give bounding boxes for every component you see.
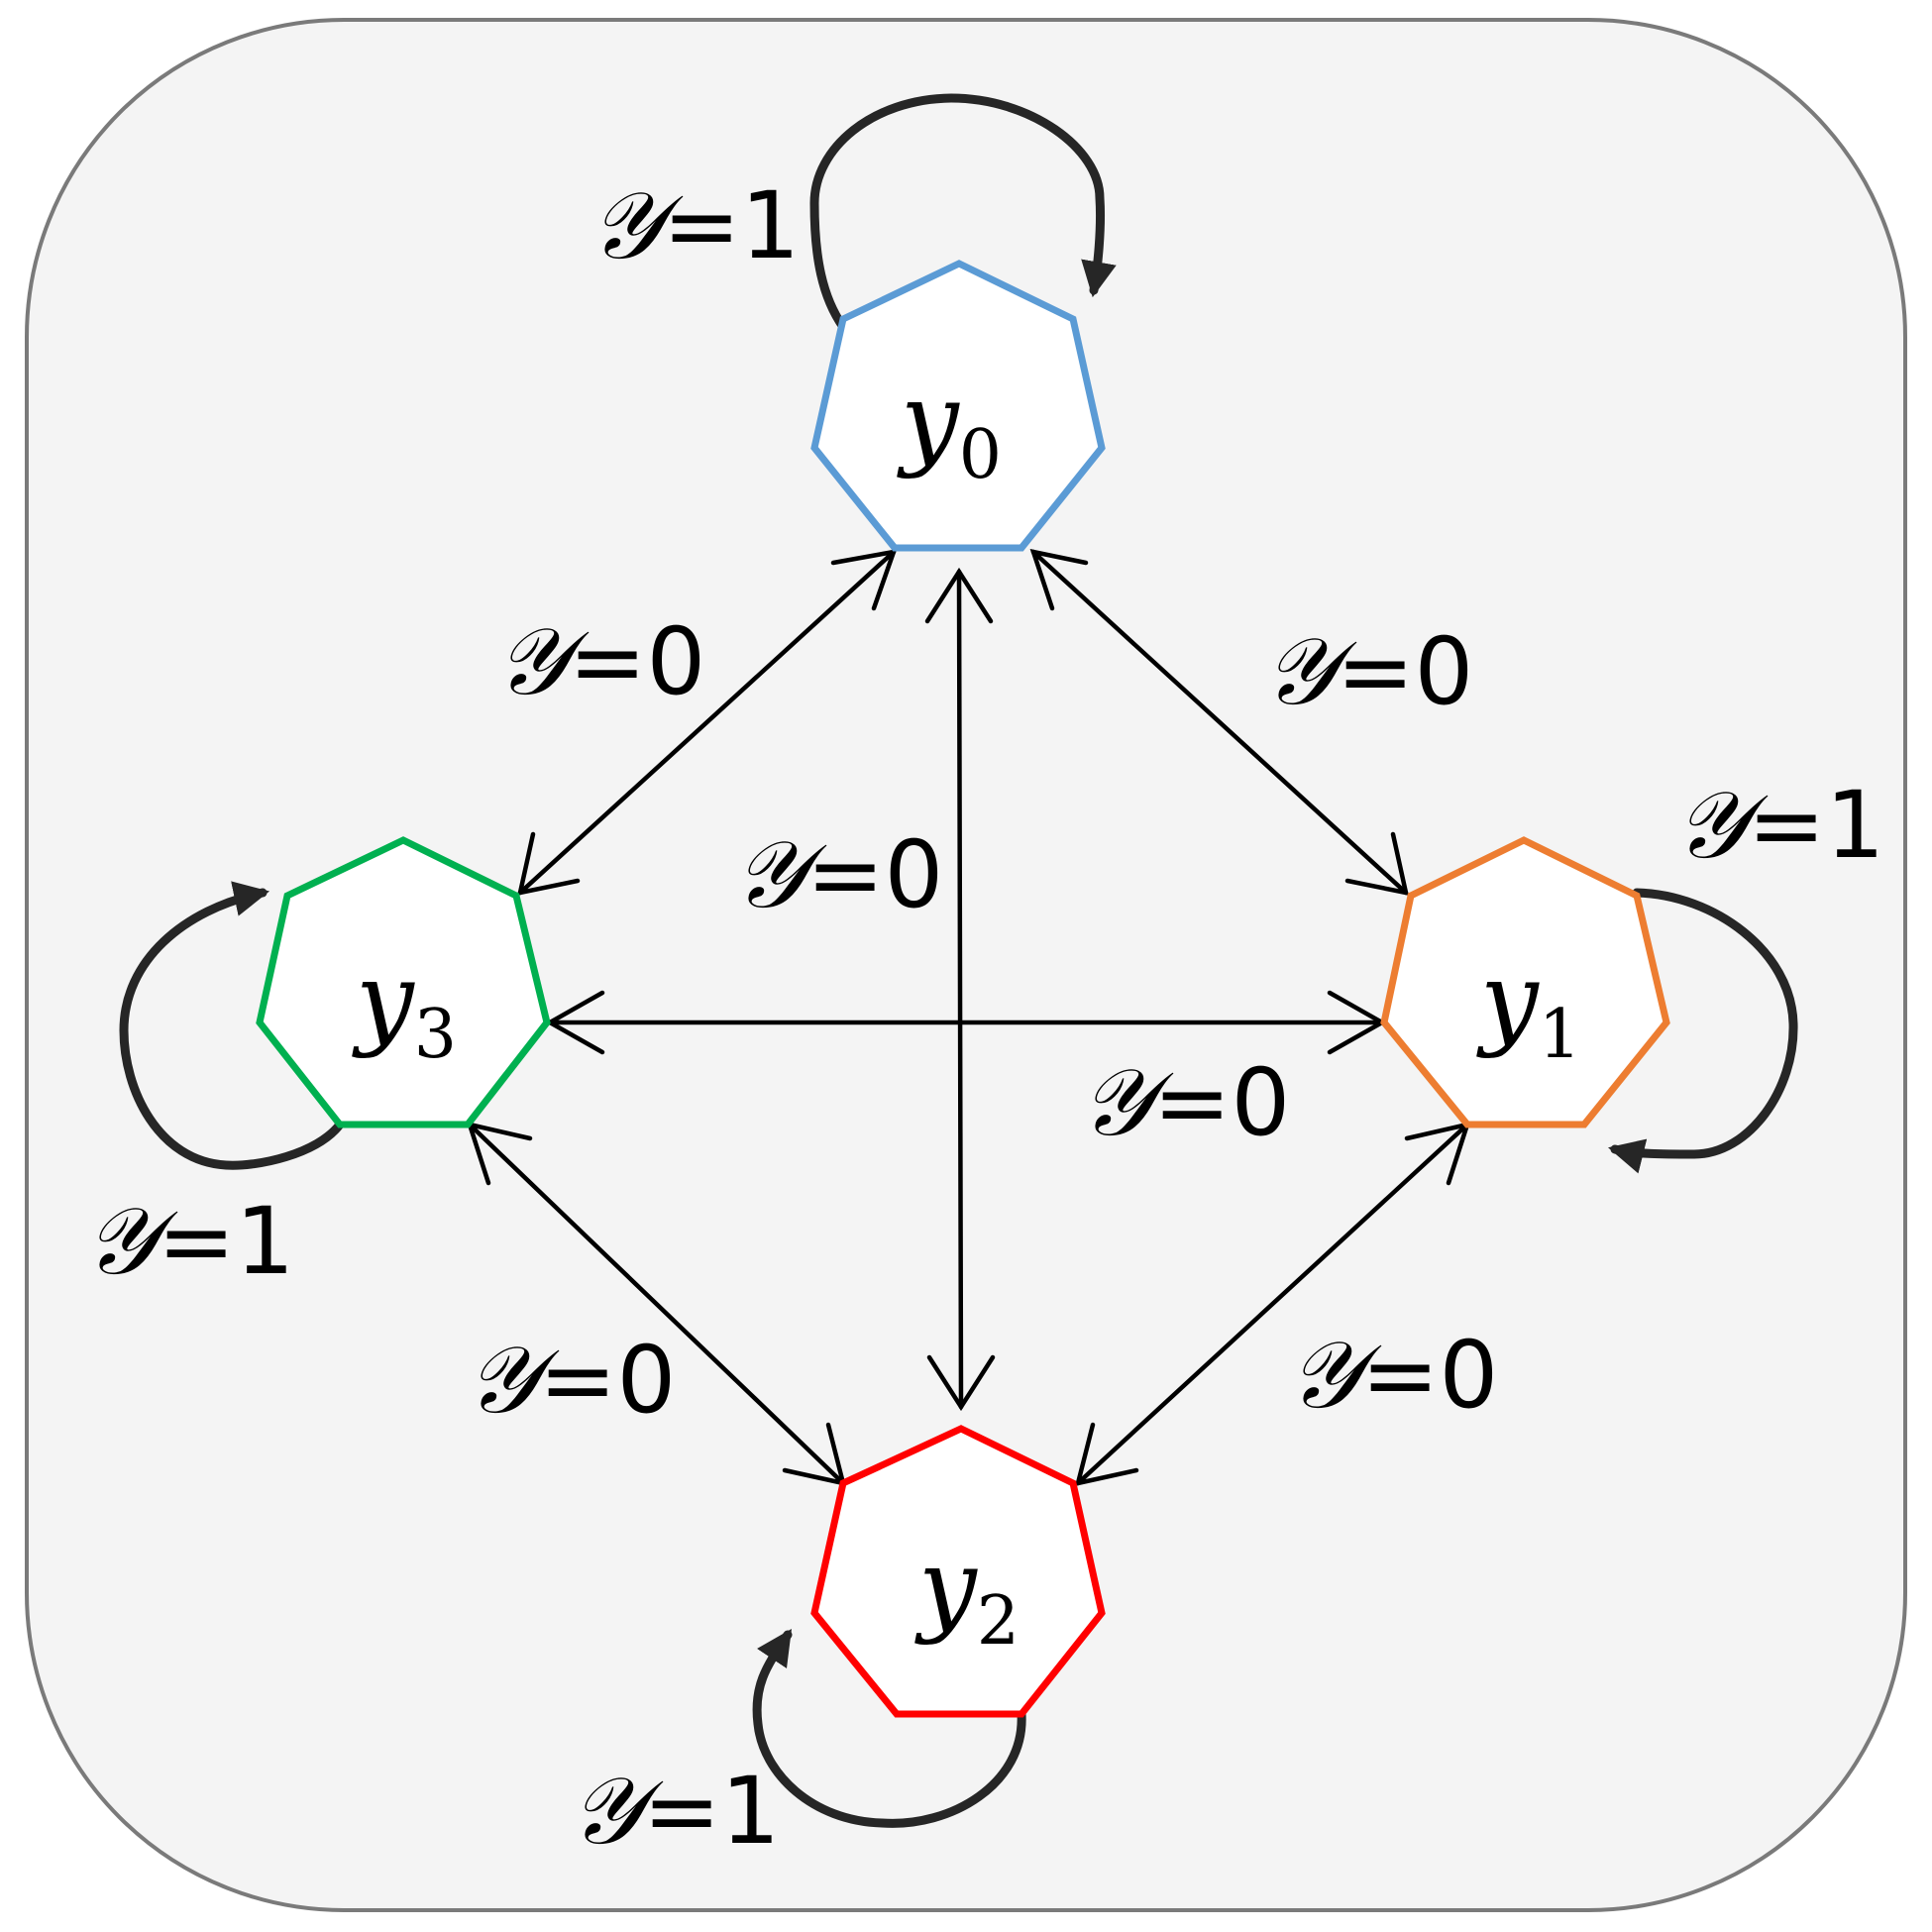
node-y2-base: y bbox=[914, 1526, 978, 1647]
node-y3-subscript: 3 bbox=[414, 996, 457, 1074]
node-y0 bbox=[810, 260, 1106, 552]
edge-label-y1-y2-value: =0 bbox=[1361, 1322, 1499, 1430]
edge-label-y0-y1: 𝒴=0 bbox=[1263, 618, 1473, 726]
arrowhead-y0-y3-bottom bbox=[517, 831, 581, 896]
edge-label-y3-y2: 𝒴=0 bbox=[466, 1327, 676, 1435]
nodes bbox=[256, 260, 1670, 1718]
loop-label-y3: 𝒴=1 bbox=[84, 1188, 294, 1296]
edge-label-y3-y1: 𝒴=0 bbox=[1080, 1049, 1290, 1157]
node-y3-base: y bbox=[352, 939, 415, 1060]
node-y0-label: y0 bbox=[897, 360, 1002, 494]
edge-label-y1-y2: 𝒴=0 bbox=[1288, 1322, 1498, 1430]
arrowhead-y0-y2-top bbox=[924, 567, 994, 624]
edge-label-y3-y2-value: =0 bbox=[539, 1327, 677, 1435]
self-loops bbox=[119, 93, 1798, 1828]
node-labels: y0 y1 y2 y3 bbox=[352, 360, 1581, 1661]
self-loop-y1 bbox=[1608, 888, 1798, 1174]
loop-label-y0: 𝒴=1 bbox=[590, 172, 800, 280]
arrowhead-y0-y1-top bbox=[1029, 549, 1089, 611]
node-y1-subscript: 1 bbox=[1539, 996, 1581, 1074]
edge-label-y3-y1-value: =0 bbox=[1153, 1049, 1291, 1157]
arrowhead-y0-y2-bottom bbox=[926, 1354, 996, 1412]
node-y1 bbox=[1380, 836, 1670, 1128]
arrowhead-y0-y3-top bbox=[830, 549, 898, 611]
node-y0-base: y bbox=[897, 360, 960, 481]
edge-label-y0-y1-value: =0 bbox=[1337, 618, 1474, 726]
edge-y0-y3 bbox=[517, 549, 897, 896]
arrowhead-y0-y1-bottom bbox=[1344, 831, 1409, 896]
node-y1-base: y bbox=[1476, 939, 1540, 1060]
edge-y0-y2 bbox=[956, 569, 964, 1410]
edge-label-y0-y2: 𝒴=0 bbox=[733, 821, 943, 929]
self-loop-y0 bbox=[809, 93, 1117, 332]
loop-labels: 𝒴=1 𝒴=1 𝒴=1 𝒴=1 bbox=[84, 172, 1884, 1866]
edge-y0-y1 bbox=[1030, 549, 1409, 896]
node-y3-label: y3 bbox=[352, 939, 457, 1074]
node-y2-label: y2 bbox=[914, 1526, 1020, 1661]
edge-label-y0-y3: 𝒴=0 bbox=[495, 608, 705, 716]
node-y1-label: y1 bbox=[1476, 939, 1581, 1074]
loop-label-y2: 𝒴=1 bbox=[570, 1758, 780, 1866]
self-loop-y2 bbox=[752, 1629, 1026, 1828]
node-y0-subscript: 0 bbox=[959, 416, 1002, 494]
edge-labels: 𝒴=0 𝒴=0 𝒴=0 𝒴=0 𝒴=0 𝒴=0 bbox=[466, 608, 1498, 1435]
node-y2 bbox=[810, 1425, 1106, 1718]
node-y3 bbox=[256, 836, 551, 1128]
loop-label-y1: 𝒴=1 bbox=[1674, 772, 1884, 880]
diagram-panel bbox=[25, 18, 1907, 1912]
edge-label-y0-y3-value: =0 bbox=[569, 608, 706, 716]
loop-label-y0-value: =1 bbox=[663, 172, 801, 280]
node-y2-subscript: 2 bbox=[977, 1582, 1020, 1661]
arrowhead-y1-y2-bottom bbox=[1074, 1422, 1139, 1486]
edge-y3-y2 bbox=[467, 1122, 846, 1486]
loop-label-y1-value: =1 bbox=[1748, 772, 1885, 880]
self-loop-y3 bbox=[119, 881, 345, 1170]
loop-label-y3-value: =1 bbox=[158, 1188, 295, 1296]
edge-y1-y2 bbox=[1075, 1122, 1470, 1486]
edge-label-y0-y2-value: =0 bbox=[806, 821, 944, 929]
loop-label-y2-value: =1 bbox=[643, 1758, 781, 1866]
